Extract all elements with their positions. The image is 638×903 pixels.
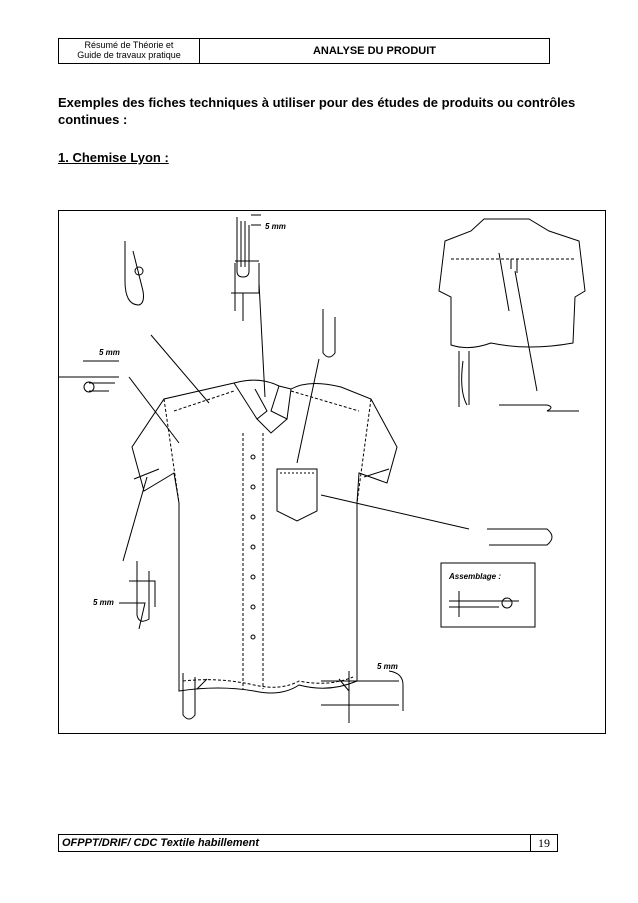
intro-paragraph: Exemples des fiches techniques à utilise…	[58, 95, 576, 127]
page-number: 19	[530, 835, 557, 851]
shirt-back	[438, 218, 586, 349]
label-5mm-top: 5 mm	[265, 222, 286, 231]
page-footer: OFPPT/DRIF/ CDC Textile habillement 19	[58, 834, 558, 852]
shirt-front	[131, 379, 398, 694]
seam-symbols	[59, 214, 579, 723]
header-section-title: ANALYSE DU PRODUIT	[312, 45, 437, 57]
leader-lines	[122, 252, 538, 692]
label-5mm-bottom-right: 5 mm	[377, 662, 398, 671]
page-header: Résumé de Théorie et Guide de travaux pr…	[58, 38, 550, 64]
assemblage-box	[440, 562, 536, 628]
header-line-2: Guide de travaux pratique	[77, 50, 181, 60]
footer-source: OFPPT/DRIF/ CDC Textile habillement	[62, 837, 260, 849]
label-5mm-bottom-left: 5 mm	[93, 598, 114, 607]
section-heading: 1. Chemise Lyon :	[58, 150, 169, 165]
header-course-title: Résumé de Théorie et Guide de travaux pr…	[59, 39, 200, 63]
shirt-drawing-svg: 5 mm 5 mm 5 mm 5 mm Assemblage :	[59, 214, 586, 723]
label-5mm-left: 5 mm	[99, 348, 120, 357]
assemblage-label: Assemblage :	[448, 572, 501, 581]
shirt-technical-drawing: 5 mm 5 mm 5 mm 5 mm Assemblage :	[58, 210, 606, 734]
header-line-1: Résumé de Théorie et	[84, 40, 174, 50]
